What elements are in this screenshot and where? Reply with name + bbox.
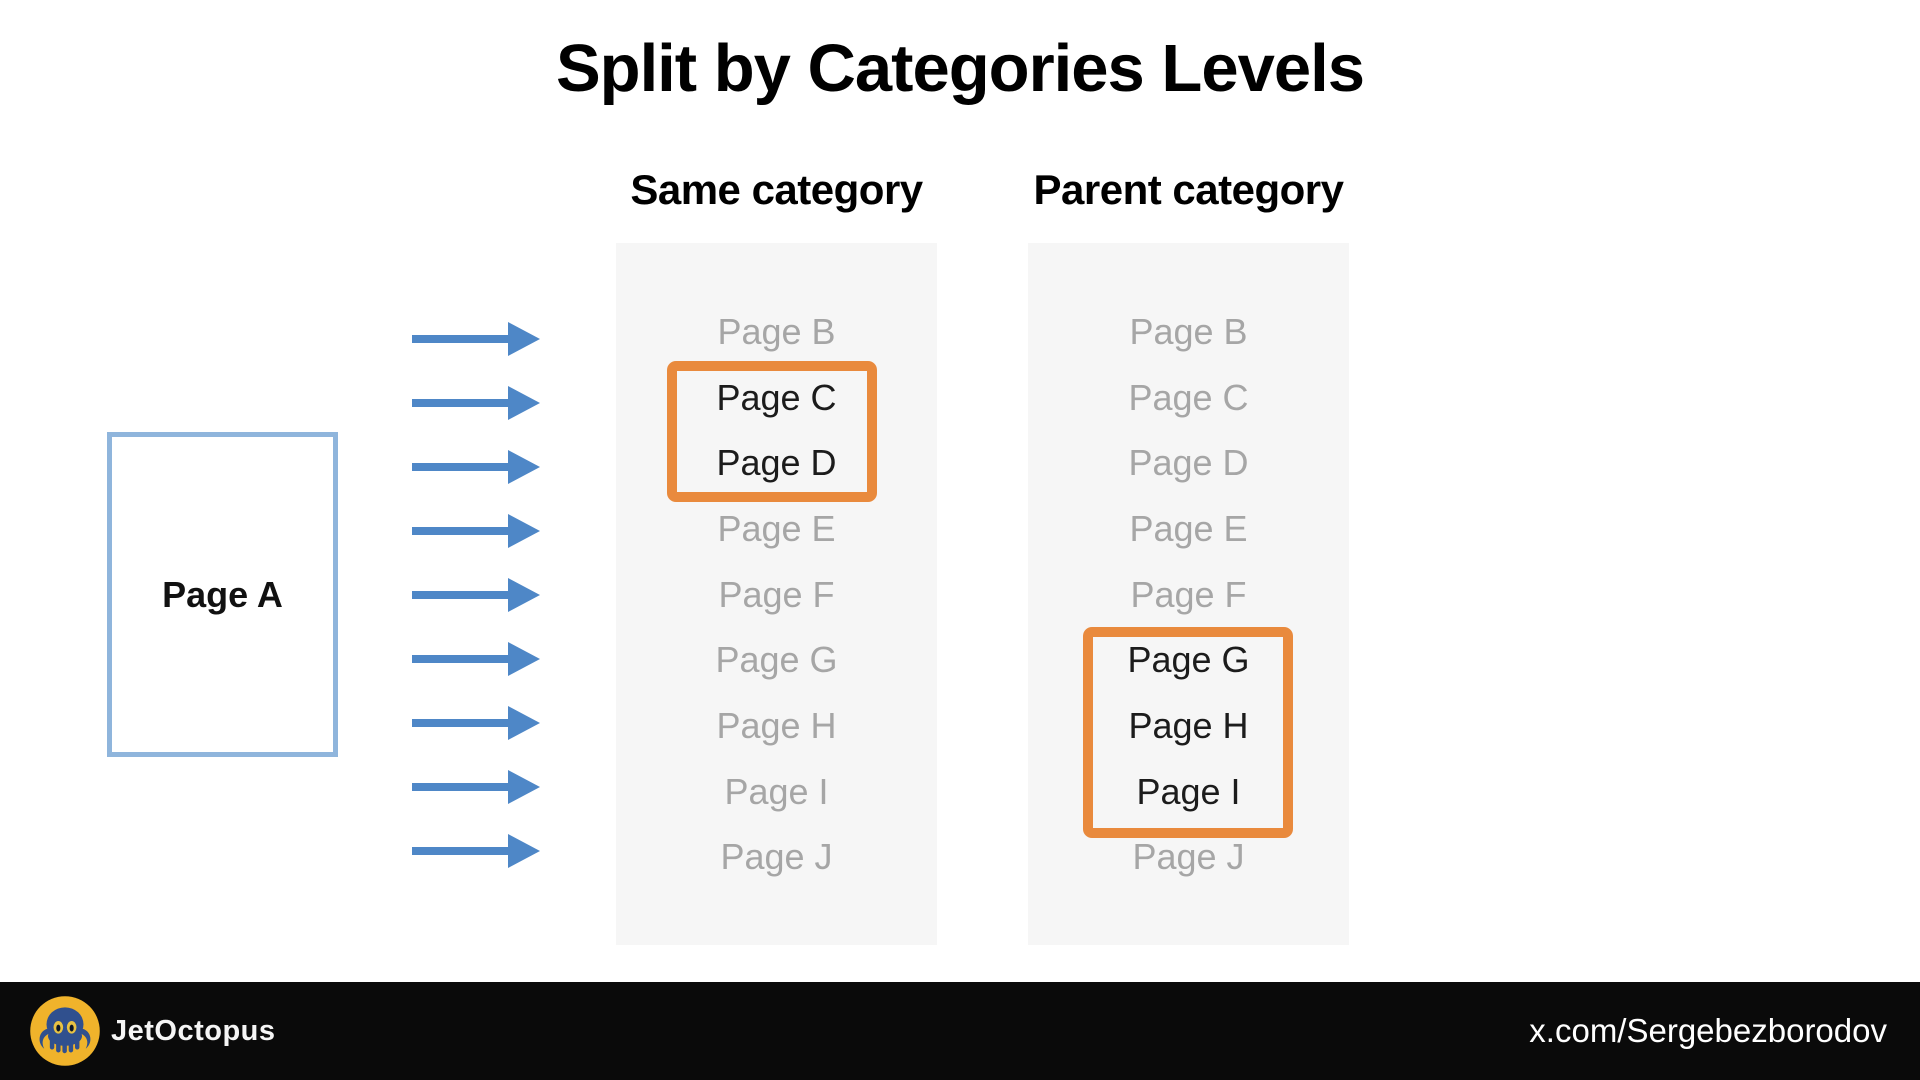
list-item: Page B [717, 310, 836, 352]
list-item: Page G [1127, 639, 1250, 681]
list-item: Page I [1136, 770, 1241, 812]
parent-category-panel: Page B Page C Page D Page E Page F Page … [1028, 243, 1349, 945]
same-category-list: Page B Page C Page D Page E Page F Page … [616, 243, 937, 890]
list-item: Page E [717, 507, 836, 549]
page-a-box: Page A [107, 432, 338, 757]
same-category-panel: Page B Page C Page D Page E Page F Page … [616, 243, 937, 945]
arrow-right-icon [412, 322, 540, 356]
jetoctopus-logo-icon [30, 996, 100, 1066]
list-item: Page D [1128, 442, 1249, 484]
column-header-same-category: Same category [630, 166, 923, 213]
list-item: Page F [1130, 573, 1247, 615]
page-title: Split by Categories Levels [555, 31, 1365, 106]
list-item: Page E [1129, 507, 1248, 549]
arrow-right-icon [412, 834, 540, 868]
list-item: Page C [1128, 376, 1249, 418]
list-item: Page J [1132, 836, 1245, 878]
arrow-right-icon [412, 770, 540, 804]
column-header-parent-category: Parent category [1033, 166, 1344, 213]
arrow-right-icon [412, 642, 540, 676]
list-item: Page C [716, 376, 837, 418]
author-handle: x.com/Sergebezborodov [1529, 1012, 1887, 1049]
page-a-label: Page A [162, 573, 283, 615]
arrow-right-icon [412, 578, 540, 612]
parent-category-list: Page B Page C Page D Page E Page F Page … [1028, 243, 1349, 890]
list-item: Page F [718, 573, 835, 615]
arrow-right-icon [412, 706, 540, 740]
list-item: Page J [720, 836, 833, 878]
list-item: Page H [1128, 704, 1249, 746]
list-item: Page H [716, 704, 837, 746]
arrow-right-icon [412, 386, 540, 420]
arrow-right-icon [412, 450, 540, 484]
highlight-box-parent-category [1083, 627, 1293, 838]
arrow-right-icon [412, 514, 540, 548]
list-item: Page B [1129, 310, 1248, 352]
brand-name: JetOctopus [111, 1014, 276, 1047]
list-item: Page I [724, 770, 829, 812]
list-item: Page D [716, 442, 837, 484]
footer-bar: JetOctopus x.com/Sergebezborodov [0, 982, 1920, 1080]
list-item: Page G [715, 639, 838, 681]
highlight-box-same-category [667, 361, 877, 502]
